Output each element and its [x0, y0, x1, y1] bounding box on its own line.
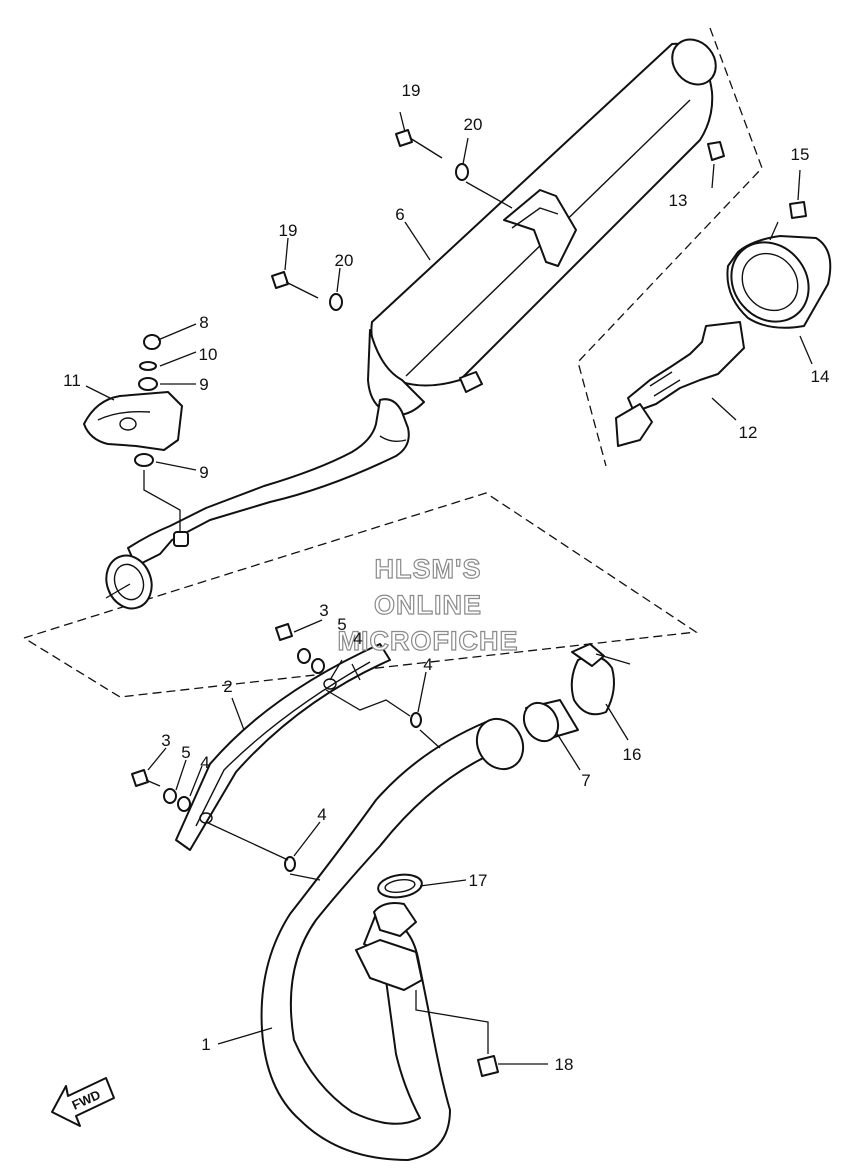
watermark: HLSM'S ONLINE MICROFICHE: [337, 553, 519, 656]
muffler-inlet-pipe: [105, 398, 410, 610]
clamp: [570, 643, 615, 716]
callout-19-upper: 19: [402, 81, 421, 100]
callout-4-lower-left: 4: [200, 753, 209, 772]
callout-20-lower: 20: [335, 251, 354, 270]
callout-17: 17: [469, 871, 488, 890]
callout-14: 14: [811, 367, 830, 386]
muffler: [367, 38, 717, 416]
callout-3-upper: 3: [319, 601, 328, 620]
assembly-outline-middle: [23, 492, 698, 698]
callout-7: 7: [581, 771, 590, 790]
gasket-ring: [377, 873, 423, 899]
callout-11: 11: [63, 371, 81, 390]
end-cap: [726, 235, 832, 329]
callout-5-upper: 5: [337, 615, 346, 634]
callout-9-upper: 9: [199, 375, 208, 394]
forward-direction-arrow: FWD: [51, 1077, 115, 1127]
bracket: [83, 391, 183, 451]
callout-15: 15: [791, 145, 810, 164]
callout-1: 1: [201, 1035, 210, 1054]
leader-lines: [85, 111, 813, 1065]
callout-10: 10: [199, 345, 218, 364]
gasket-sleeve: [522, 699, 579, 743]
watermark-line-2: ONLINE: [374, 590, 482, 620]
callout-6: 6: [395, 205, 404, 224]
heat-protector: [175, 643, 391, 851]
callout-9-lower: 9: [199, 463, 208, 482]
callout-12: 12: [739, 423, 758, 442]
callout-16: 16: [623, 745, 642, 764]
callout-labels: 19 20 6 13 15 19 20 8 10 11 9 9 14 12 3 …: [63, 81, 829, 1074]
callout-8: 8: [199, 313, 208, 332]
callout-19-lower: 19: [279, 221, 298, 240]
callout-5-lower: 5: [181, 743, 190, 762]
watermark-line-3: MICROFICHE: [338, 626, 519, 656]
callout-4-lower-right: 4: [317, 805, 326, 824]
assembly-outline-silencer-end: [577, 27, 763, 467]
exhaust-header-pipe: [260, 717, 525, 1161]
callout-2: 2: [223, 677, 232, 696]
spark-arrester: [615, 321, 745, 447]
callout-3-lower: 3: [161, 731, 170, 750]
callout-4-upper-right: 4: [423, 655, 432, 674]
watermark-line-1: HLSM'S: [375, 554, 482, 584]
fasteners: [131, 129, 807, 1077]
callout-13: 13: [669, 191, 688, 210]
callout-4-upper-left: 4: [353, 629, 362, 648]
callout-18: 18: [555, 1055, 574, 1074]
callout-20-upper: 20: [464, 115, 483, 134]
